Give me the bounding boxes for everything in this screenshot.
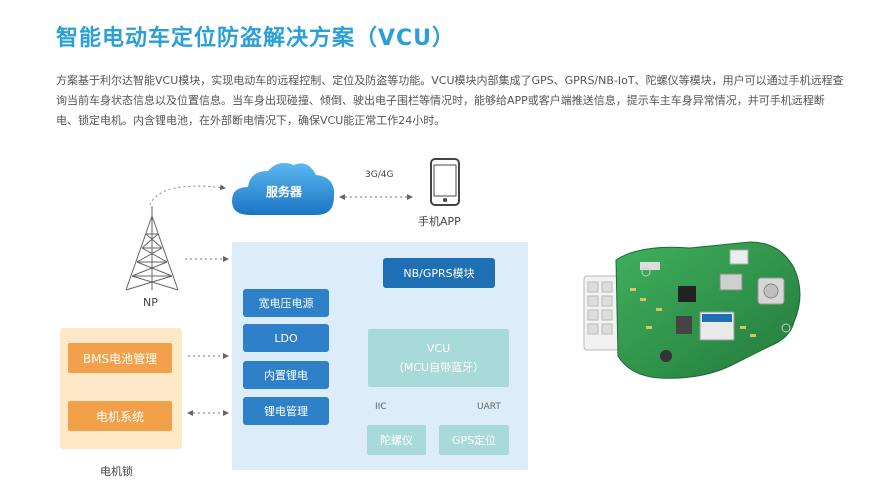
power-item-ldo: LDO — [243, 324, 329, 352]
power-item-battery-management: 锂电管理 — [243, 397, 329, 425]
vcu-title: VCU — [426, 341, 451, 355]
tower-cloud-link — [149, 184, 226, 206]
cloud-icon — [232, 163, 335, 215]
phone-icon — [430, 158, 460, 206]
iic-label: IIC — [375, 402, 387, 412]
gyroscope-box: 陀螺仪 — [367, 425, 426, 455]
power-item-wide-voltage: 宽电压电源 — [243, 289, 329, 317]
nb-gprs-module: NB/GPRS模块 — [383, 258, 495, 288]
power-item-battery: 内置锂电 — [243, 361, 329, 389]
pcb-board-image — [583, 241, 801, 379]
tower-label: NP — [143, 296, 158, 309]
phone-app-label: 手机APP — [418, 215, 461, 228]
motor-lock-label: 电机锁 — [100, 465, 133, 478]
tower-icon — [125, 206, 179, 291]
uart-label: UART — [477, 402, 501, 412]
motor-system-box: 电机系统 — [68, 401, 172, 431]
vcu-subtitle: （MCU自带蓝牙） — [392, 360, 485, 374]
server-cloud: 服务器 — [228, 157, 340, 219]
page-title: 智能电动车定位防盗解决方案（VCU） — [56, 26, 456, 51]
bms-box: BMS电池管理 — [68, 343, 172, 373]
network-label: 3G/4G — [365, 170, 394, 180]
description-text: 方案基于利尔达智能VCU模块，实现电动车的远程控制、定位及防盗等功能。VCU模块… — [56, 74, 844, 127]
gps-box: GPS定位 — [439, 425, 509, 455]
server-label: 服务器 — [265, 185, 302, 199]
vcu-block: VCU （MCU自带蓝牙） — [368, 329, 509, 387]
